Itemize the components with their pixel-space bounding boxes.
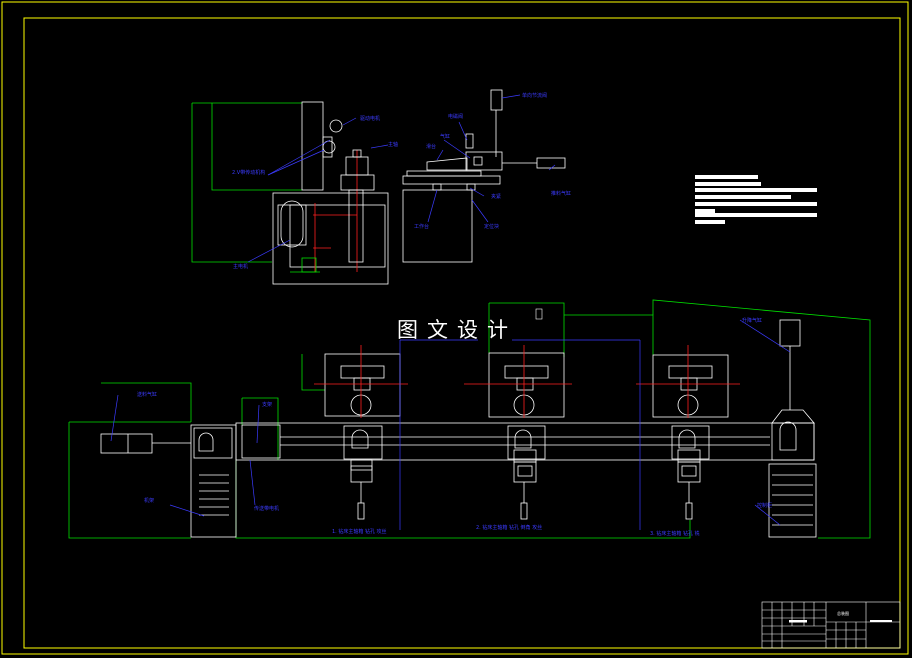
top-middle-assembly [402,89,566,263]
watermark: 图文设计 [397,318,517,342]
station-3 [636,345,740,520]
station-2 [464,345,572,520]
leader-lines [110,94,791,530]
label-mid-base: 传送带电机 [254,505,279,512]
label-cyl-right: 推料气缸 [551,190,571,197]
label-left-pulley: 2.V带传动机构 [232,169,265,176]
label-mid-box: 支架 [262,401,272,408]
label-clamp-b: 定位块 [484,223,499,230]
label-valve-b: 气缸 [440,133,450,140]
label-top-motor: 驱动电机 [360,115,380,122]
label-station-2: 2. 钻床主轴箱 钻孔 倒角 攻丝 [476,524,542,531]
title-block-fill [789,620,807,623]
blue-labels: 驱动电机 2.V带传动机构 主轴 主电机 单向节流阀 电磁阀 气缸 滑台 推料气… [137,92,772,537]
title-block-drawing-name: 总装图 [837,610,849,616]
inner-frame [23,17,901,649]
main-line [68,299,871,539]
label-valve-a: 电磁阀 [448,113,463,120]
label-left-base: 机架 [144,497,154,504]
label-left-box: 工作台 [414,223,429,230]
label-valve-top: 单向节流阀 [522,92,547,99]
label-slide: 滑台 [426,143,436,150]
notes-block [695,175,817,224]
title-block [761,601,901,649]
label-left-cyl: 送料气缸 [137,391,157,398]
label-right-base: 控制柜 [757,502,772,509]
watermark-box [535,308,543,320]
label-station-1: 1. 钻床主轴箱 钻孔 攻丝 [332,528,387,535]
title-block-fill-2 [870,620,892,622]
label-clamp-a: 夹紧 [491,193,501,200]
label-bottom-motor: 主电机 [233,263,248,270]
label-spindle: 主轴 [388,141,398,148]
label-station-3: 3. 钻床主轴箱 钻孔 铣 [650,530,700,537]
top-left-assembly [191,101,389,285]
label-right-top-cyl: 升降气缸 [742,317,762,324]
